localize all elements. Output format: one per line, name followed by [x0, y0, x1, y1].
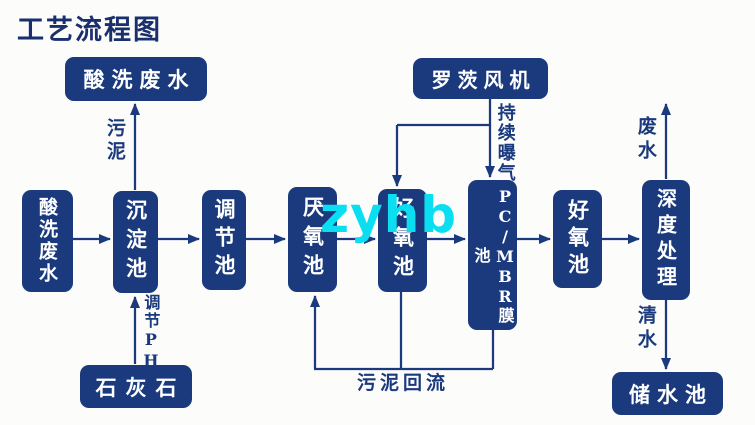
- node-roots-blower: 罗茨风机: [413, 58, 548, 99]
- node-aerobic-tank-2: 好氧池: [553, 190, 602, 288]
- node-sedimentation-tank: 沉淀池: [113, 191, 158, 293]
- node-acid-wash-wastewater: 酸洗废水: [22, 190, 73, 292]
- node-regulating-tank: 调节池: [202, 190, 246, 290]
- node-pc-mbr-membrane-tank: PC/MBR膜池: [468, 180, 517, 330]
- watermark-text: zyhb: [320, 186, 458, 244]
- label-sludge: 污泥: [103, 118, 126, 164]
- node-storage-tank: 储水池: [612, 372, 723, 415]
- node-limestone: 石灰石: [80, 365, 192, 408]
- label-waste-water: 废水: [634, 116, 657, 164]
- label-clean-water: 清水: [634, 305, 657, 353]
- node-advanced-treatment: 深度处理: [642, 180, 690, 300]
- page-title: 工艺流程图: [17, 15, 162, 46]
- label-adjust-ph: 调节PH: [141, 294, 161, 372]
- label-sludge-return: 污泥回流: [357, 372, 450, 394]
- node-anaerobic-tank: 厌氧池: [288, 187, 337, 292]
- node-aerobic-tank-1: 好氧池: [378, 189, 427, 292]
- node-acid-wash-wastewater-top: 酸洗废水: [65, 57, 207, 101]
- label-continuous-aeration: 持续曝气: [494, 103, 516, 183]
